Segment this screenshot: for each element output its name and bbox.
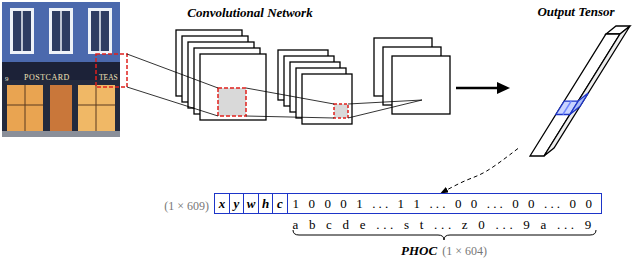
shopfront — [2, 80, 120, 137]
vector-entry: 1 0 0 0 1 ... 1 1 ... 0 0 ... 0 0 ... 0 … — [293, 195, 596, 213]
lit-window — [7, 85, 43, 131]
flow-arrowhead — [497, 82, 510, 94]
projection-line — [348, 100, 422, 118]
projection-line — [348, 100, 422, 104]
lit-window — [78, 85, 115, 131]
phoc-vector: 1 0 0 0 1 ... 1 1 ... 0 0 ... 0 0 ... 0 … — [287, 193, 603, 214]
glazing-bar — [7, 105, 43, 106]
glazing-bar — [25, 85, 26, 131]
window-bar — [60, 11, 62, 51]
window-bar — [99, 11, 101, 51]
shop-door — [50, 85, 72, 131]
window-pane — [13, 11, 31, 51]
window-frame — [88, 8, 112, 54]
shop-sign-text: TEAS — [99, 66, 118, 84]
phoc-size: (1 × 604) — [442, 243, 487, 259]
house-number: 9 — [5, 75, 9, 84]
receptive-field — [218, 88, 246, 116]
shop-sign-text: TEAS — [99, 73, 118, 83]
window-bar — [21, 11, 23, 51]
tensor-cell — [570, 93, 588, 114]
vector-entry: w — [247, 195, 256, 213]
feature-maps — [176, 30, 450, 124]
tensor-side — [544, 26, 630, 156]
feature-map — [302, 74, 352, 124]
tensor-shape — [518, 4, 634, 176]
tensor-front — [530, 34, 620, 156]
vector-entry: h — [262, 195, 269, 213]
glazing-bar — [78, 105, 115, 106]
storefront-photo — [2, 2, 120, 137]
output-tensor: Output Tensor — [518, 4, 634, 176]
shop-sign-text: POSTCARD — [24, 73, 70, 83]
glazing-bar — [96, 85, 97, 131]
feature-map — [200, 54, 266, 120]
receptive-field — [96, 54, 127, 87]
vector-size: (1 × 609) — [164, 196, 209, 214]
phoc-title: PHOC — [401, 243, 437, 259]
network-title: Convolutional Network — [187, 3, 312, 21]
house-number: 9 — [5, 67, 9, 85]
projection-line — [127, 87, 218, 116]
receptive-field — [334, 104, 348, 118]
projection-line — [246, 116, 334, 118]
window-pane — [91, 11, 109, 51]
phoc-letters: a b c d e ... s t ... z 0 ... 9 a ... 9 — [293, 217, 596, 232]
vector-entry: x — [219, 195, 226, 213]
projection-lines — [127, 54, 422, 118]
window-frame — [10, 8, 34, 54]
vector-entry: c — [277, 195, 283, 213]
facade — [2, 2, 120, 137]
phoc-letters: a b c d e ... s t ... z 0 ... 9 a ... 9 — [293, 215, 596, 233]
flow-arrow — [456, 87, 499, 90]
phoc-size: (1 × 604) — [442, 241, 487, 259]
projection-line — [246, 88, 334, 104]
shop-sign-text: POSTCARD — [24, 66, 70, 84]
tensor-cell-axis — [563, 101, 571, 114]
pavement — [2, 131, 120, 137]
window-pane — [52, 11, 70, 51]
vector-entry: y — [234, 195, 240, 213]
phoc-title: PHOC — [401, 241, 437, 259]
tensor-title: Output Tensor — [518, 4, 634, 20]
window-frame — [49, 8, 73, 54]
network-title: Convolutional Network — [187, 5, 312, 21]
vector-size: (1 × 609) — [164, 199, 209, 214]
dashed-arrow — [441, 148, 518, 193]
projection-line — [127, 54, 218, 88]
